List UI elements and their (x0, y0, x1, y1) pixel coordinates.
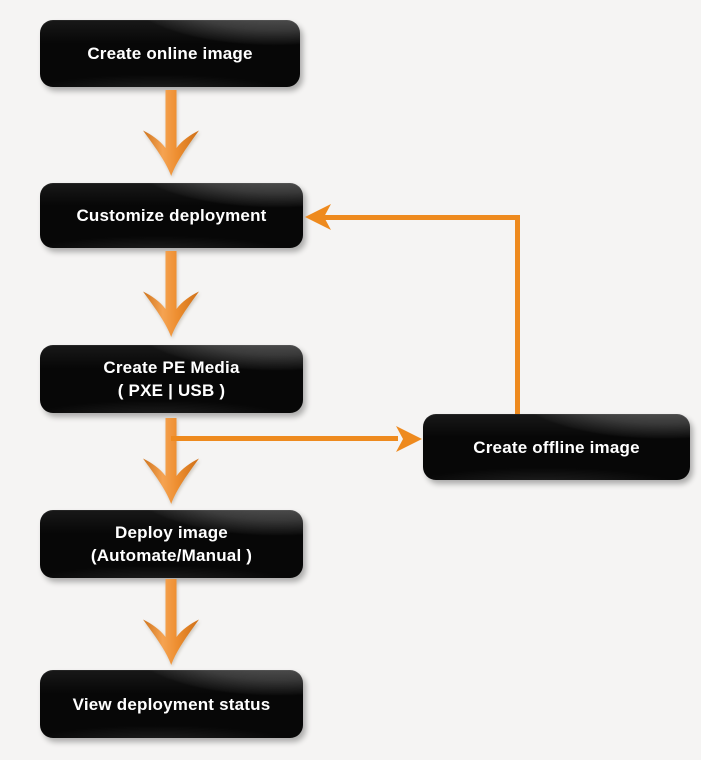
node-label: ( PXE | USB ) (117, 381, 226, 400)
node-create-pe-media: Create PE Media ( PXE | USB ) (40, 345, 303, 413)
node-create-online-image: Create online image (40, 20, 300, 87)
node-create-offline-image: Create offline image (423, 414, 690, 480)
node-label: Create online image (87, 44, 253, 63)
branch-connector-line (171, 436, 398, 441)
feedback-connector-line-vertical (515, 217, 520, 414)
node-customize-deployment: Customize deployment (40, 183, 303, 248)
down-arrow-icon (143, 251, 199, 337)
node-label: Create offline image (473, 437, 640, 457)
node-label: Create PE Media (103, 358, 240, 377)
right-arrow-icon (396, 426, 422, 452)
feedback-connector-line-horizontal (324, 215, 520, 220)
node-label: Deploy image (115, 523, 228, 542)
node-label: (Automate/Manual ) (90, 546, 253, 565)
down-arrow-icon (143, 418, 199, 504)
node-label: View deployment status (72, 694, 271, 714)
node-deploy-image: Deploy image (Automate/Manual ) (40, 510, 303, 578)
node-view-deployment-status: View deployment status (40, 670, 303, 738)
node-label: Customize deployment (76, 206, 267, 225)
down-arrow-icon (143, 579, 199, 665)
left-arrow-icon (305, 204, 331, 230)
down-arrow-icon (143, 90, 199, 176)
